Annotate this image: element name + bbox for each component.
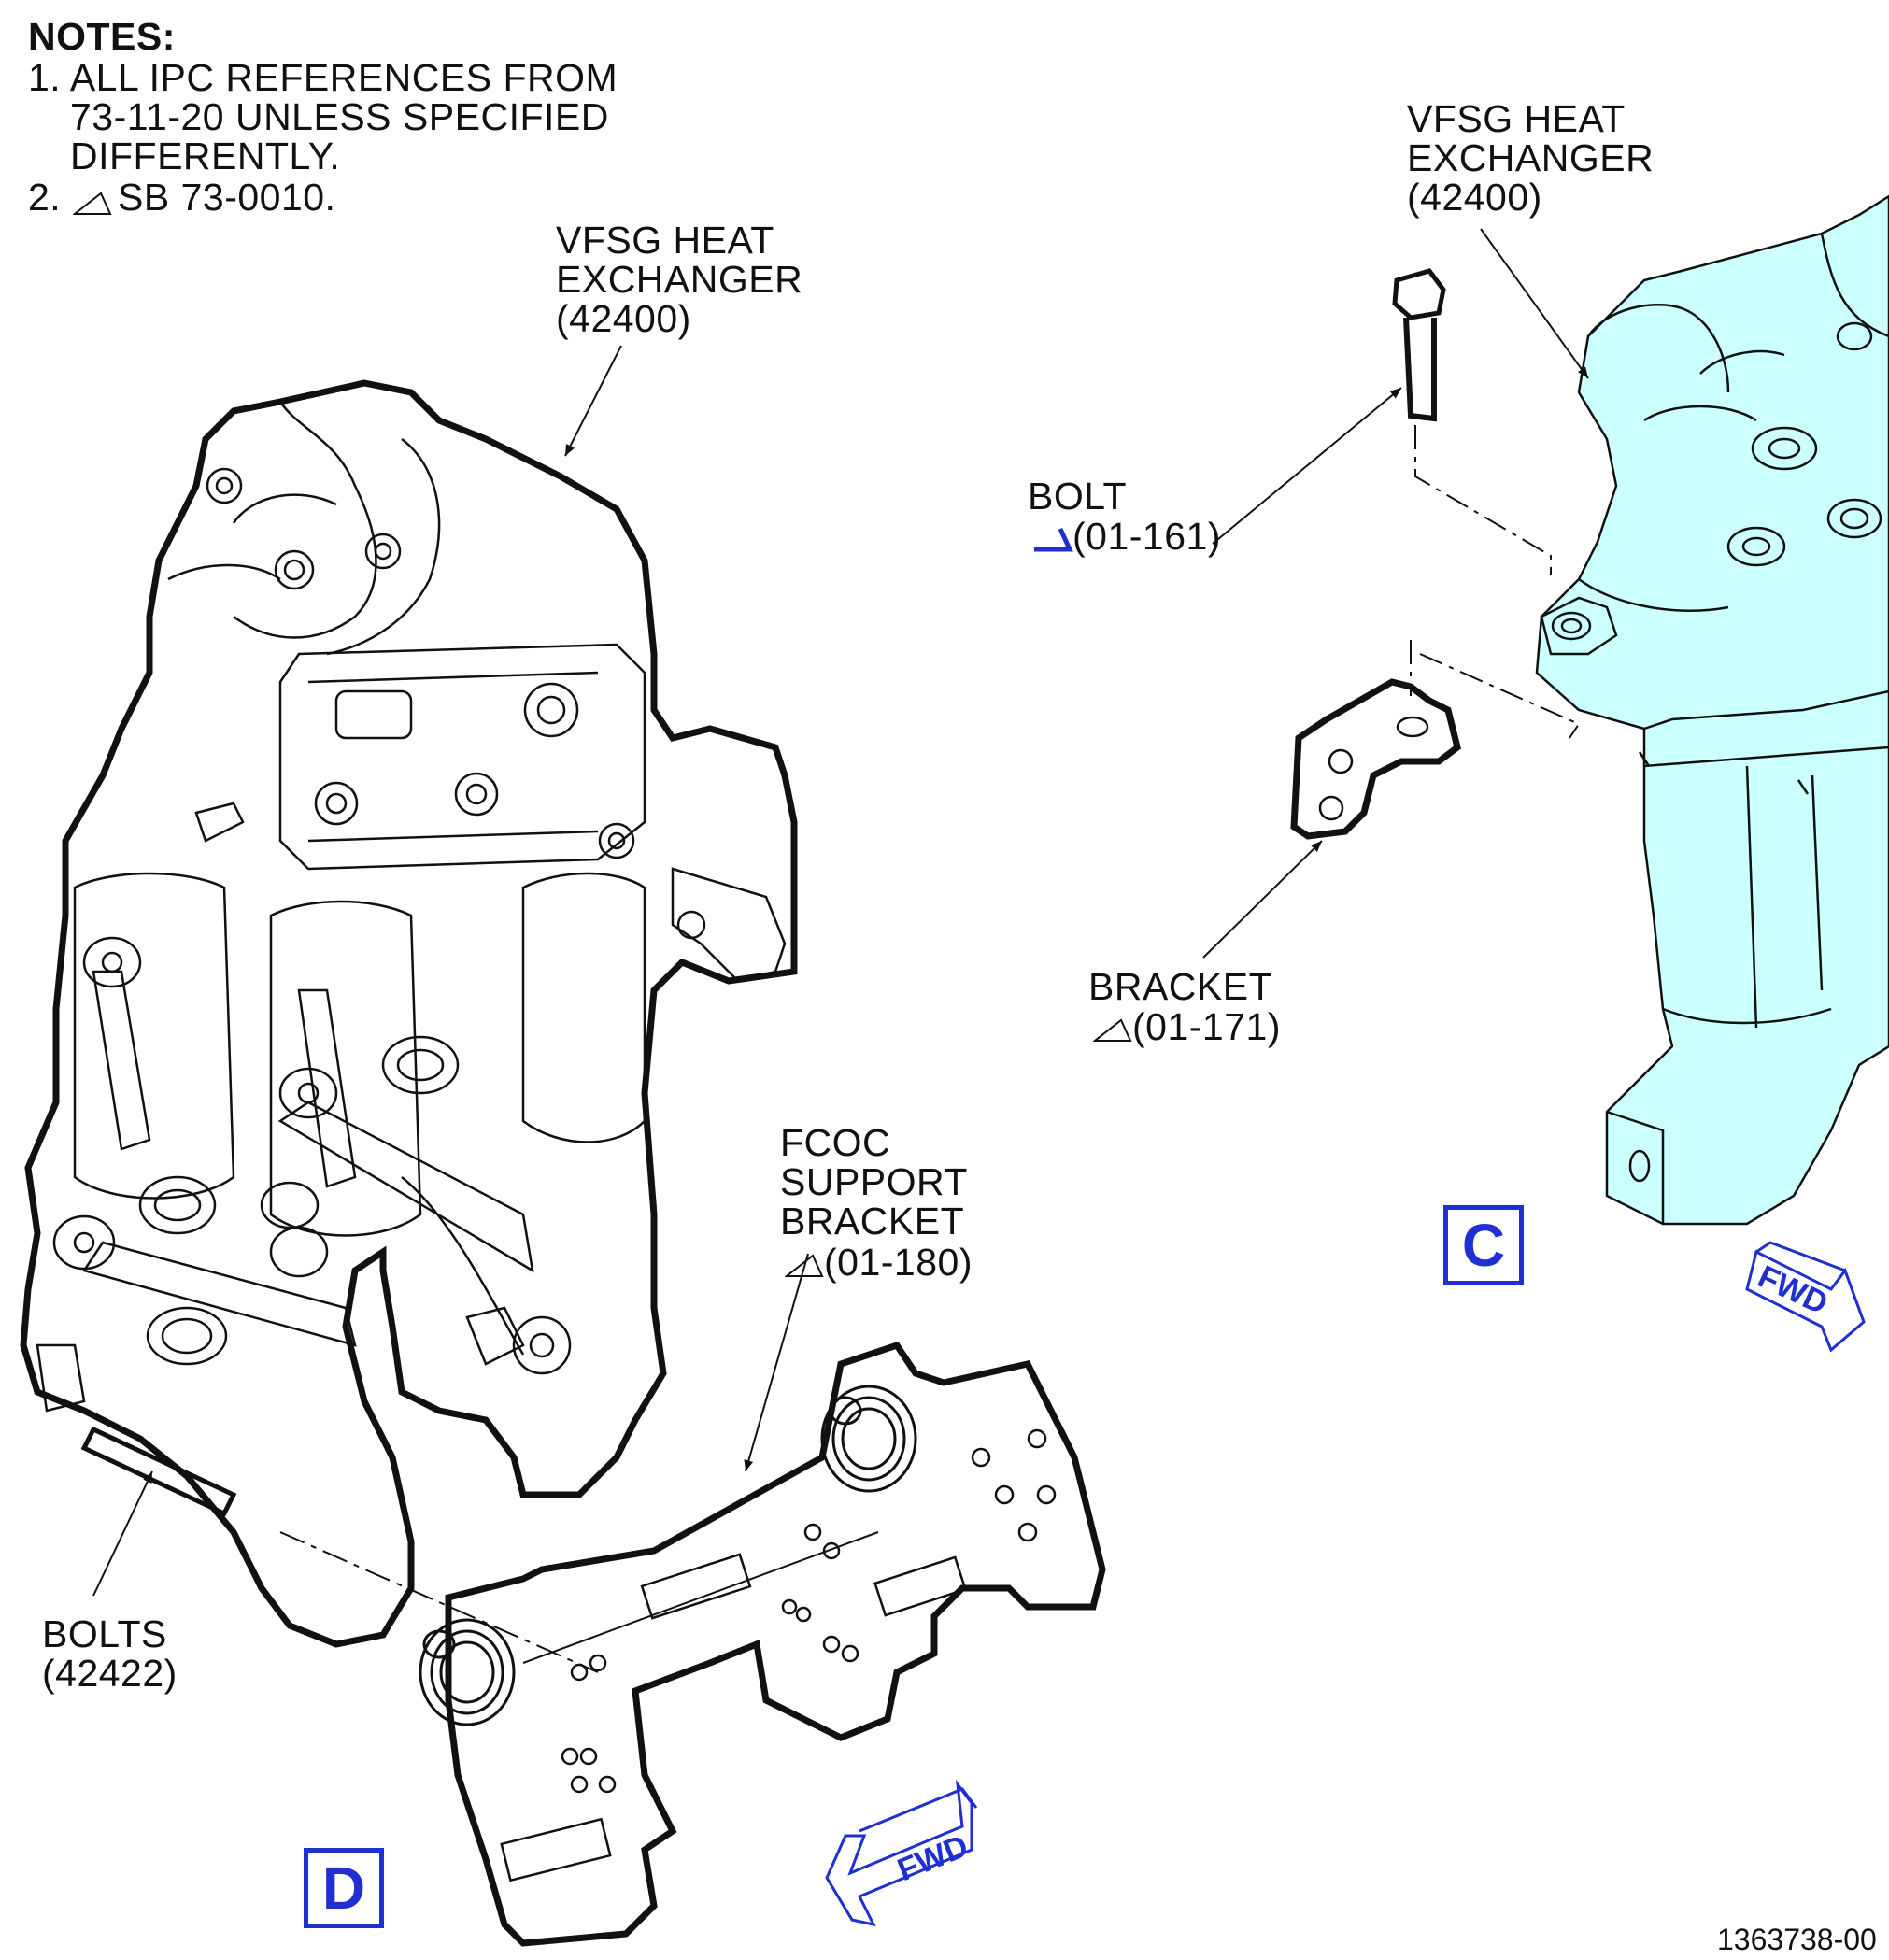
heat-exchanger-c	[1535, 194, 1889, 1226]
label-line: (01-171)	[1132, 1005, 1281, 1048]
view-d-label: D	[304, 1848, 384, 1928]
effectivity-triangle-icon	[73, 192, 112, 215]
fcoc-support-bracket	[419, 1341, 1106, 1947]
heat-exchanger-d	[20, 379, 798, 1648]
label-line: EXCHANGER	[556, 258, 803, 301]
label-line: BOLT	[1028, 475, 1128, 518]
figure-number: 1363738-00	[1717, 1923, 1877, 1956]
label-line: (01-180)	[824, 1241, 973, 1284]
note-1-line-3: DIFFERENTLY.	[70, 135, 341, 178]
bracket-01-171	[1290, 640, 1581, 840]
note-2-text: SB 73-0010.	[118, 176, 336, 219]
label-line: VFSG HEAT	[1407, 97, 1626, 140]
leaders-c	[1202, 228, 1589, 959]
effectivity-triangle-icon	[785, 1254, 824, 1277]
note-1-line-1: 1. ALL IPC REFERENCES FROM	[28, 56, 618, 99]
label-line: BOLTS	[42, 1612, 167, 1655]
label-line: BRACKET	[780, 1200, 965, 1243]
view-c-label: C	[1443, 1205, 1524, 1285]
note-1-line-2: 73-11-20 UNLESS SPECIFIED	[70, 95, 609, 138]
label-line: (01-161)	[1072, 515, 1221, 558]
bolt-01-161	[1392, 268, 1552, 575]
label-line: EXCHANGER	[1407, 136, 1655, 179]
label-line: (42400)	[556, 297, 691, 340]
label-line: (42400)	[1407, 176, 1542, 219]
label-line: (42422)	[42, 1652, 178, 1695]
label-line: FCOC	[780, 1121, 891, 1164]
effectivity-triangle-blue-icon[interactable]	[1032, 525, 1073, 553]
fwd-arrow-c	[1745, 1241, 1866, 1353]
leaders-d	[92, 345, 809, 1597]
bolts-42422	[80, 1426, 599, 1673]
note-2-number: 2.	[28, 176, 62, 219]
label-line: SUPPORT	[780, 1160, 968, 1203]
fwd-arrow-d	[825, 1779, 978, 1927]
notes-heading: NOTES:	[28, 15, 176, 58]
effectivity-triangle-icon	[1093, 1018, 1132, 1042]
label-line: BRACKET	[1088, 965, 1273, 1008]
label-line: VFSG HEAT	[556, 219, 774, 262]
